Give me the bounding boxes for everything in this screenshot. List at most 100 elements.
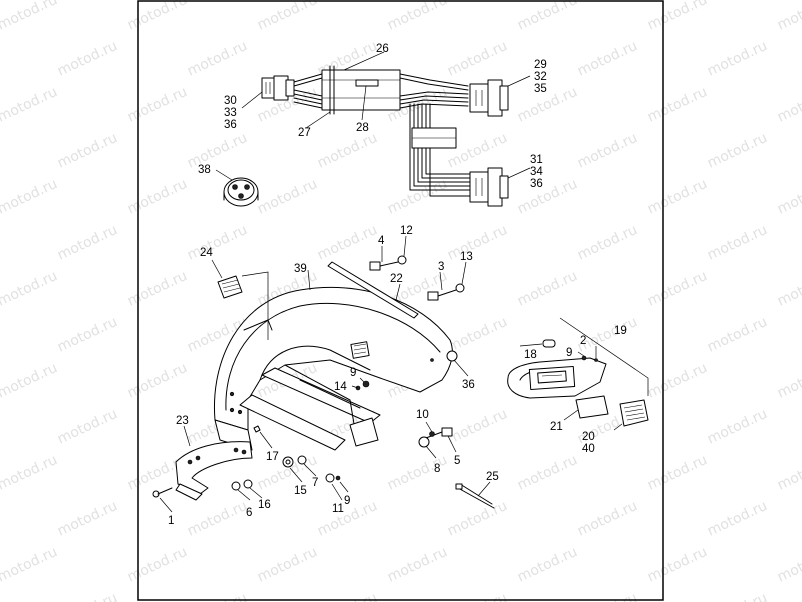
spring-17 — [253, 425, 261, 433]
callout-38: 38 — [198, 164, 211, 176]
watermark-text: motod.ru — [255, 176, 320, 218]
watermark-text: motod.ru — [55, 406, 120, 448]
watermark-text: motod.ru — [515, 0, 580, 34]
callout-7: 7 — [312, 477, 318, 489]
watermark-text: motod.ru — [55, 130, 120, 172]
callout-3: 3 — [438, 261, 444, 273]
callout-36-harness-left: 36 — [224, 119, 237, 131]
callout-20: 20 — [582, 431, 595, 443]
watermark-text: motod.ru — [445, 38, 510, 80]
callout-40: 40 — [582, 443, 595, 455]
callout-6: 6 — [246, 507, 252, 519]
watermark-text: motod.ru — [445, 314, 510, 356]
watermark-text: motod.ru — [775, 0, 802, 34]
watermark-text: motod.ru — [705, 314, 770, 356]
watermark-text: motod.ru — [185, 38, 250, 80]
watermark-text: motod.ru — [705, 130, 770, 172]
callout-1: 1 — [168, 515, 174, 527]
nut-11 — [325, 473, 335, 483]
callout-18: 18 — [524, 349, 537, 361]
watermark-text: motod.ru — [255, 0, 320, 34]
watermark-text: motod.ru — [445, 498, 510, 540]
rear-fender — [213, 287, 453, 451]
harness-bundle — [293, 65, 471, 197]
license-bracket-23 — [175, 441, 253, 501]
callout-24: 24 — [200, 247, 213, 259]
callout-19: 19 — [614, 325, 627, 337]
watermark-text: motod.ru — [575, 222, 640, 264]
callout-5: 5 — [454, 455, 460, 467]
bolt-4 — [369, 255, 407, 271]
watermark-text: motod.ru — [705, 406, 770, 448]
washer-16 — [243, 479, 253, 489]
watermark-text: motod.ru — [0, 452, 60, 494]
watermark-text: motod.ru — [55, 222, 120, 264]
wiring-harness — [261, 65, 509, 207]
watermark-text: motod.ru — [775, 176, 802, 218]
diagram-frame — [137, 0, 664, 601]
callout-31: 31 — [530, 154, 543, 166]
watermark-text: motod.ru — [645, 452, 710, 494]
watermark-text: motod.ru — [55, 38, 120, 80]
nut-15 — [282, 456, 294, 468]
callout-32: 32 — [534, 71, 547, 83]
callout-22: 22 — [390, 273, 403, 285]
watermark-text: motod.ru — [705, 498, 770, 540]
watermark-text: motod.ru — [255, 544, 320, 586]
watermark-text: motod.ru — [125, 544, 190, 586]
trim-strip-22 — [327, 261, 419, 319]
callout-28: 28 — [356, 122, 369, 134]
callout-39: 39 — [294, 263, 307, 275]
watermark-text: motod.ru — [575, 498, 640, 540]
callout-12: 12 — [400, 225, 413, 237]
watermark-text: motod.ru — [515, 176, 580, 218]
watermark-text: motod.ru — [775, 360, 802, 402]
watermark-text: motod.ru — [0, 84, 60, 126]
watermark-text: motod.ru — [515, 544, 580, 586]
callout-2: 2 — [580, 335, 586, 347]
watermark-text: motod.ru — [575, 130, 640, 172]
callout-11: 11 — [332, 503, 344, 515]
watermark-text: motod.ru — [575, 38, 640, 80]
watermark-text: motod.ru — [775, 268, 802, 310]
nut-6 — [231, 481, 241, 491]
callout-34: 34 — [530, 166, 543, 178]
watermark-text: motod.ru — [125, 84, 190, 126]
callout-14: 14 — [334, 381, 347, 393]
watermark-text: motod.ru — [185, 130, 250, 172]
watermark-text: motod.ru — [185, 222, 250, 264]
watermark-text: motod.ru — [645, 176, 710, 218]
fastener-9-lower — [335, 475, 341, 481]
callout-35: 35 — [534, 83, 547, 95]
watermark-text: motod.ru — [645, 0, 710, 34]
callout-9-lower: 9 — [344, 495, 350, 507]
callout-4: 4 — [378, 235, 385, 247]
tail-lamp-assembly — [507, 317, 649, 427]
callout-9-lamp: 9 — [566, 347, 572, 359]
watermark-text: motod.ru — [775, 452, 802, 494]
watermark-text: motod.ru — [515, 84, 580, 126]
harness-upper-right-connector — [469, 79, 509, 117]
watermark-text: motod.ru — [645, 360, 710, 402]
watermark-text: motod.ru — [645, 84, 710, 126]
socket-38 — [223, 177, 259, 207]
bolt-1 — [152, 487, 173, 498]
watermark-text: motod.ru — [515, 452, 580, 494]
watermark-text: motod.ru — [185, 498, 250, 540]
washer-7 — [297, 455, 307, 465]
cable-tie-25 — [455, 483, 495, 509]
reflector-24 — [217, 271, 269, 340]
callout-13: 13 — [460, 251, 473, 263]
callout-36-fender: 36 — [462, 379, 475, 391]
watermark-text: motod.ru — [775, 84, 802, 126]
watermark-text: motod.ru — [55, 314, 120, 356]
watermark-text: motod.ru — [705, 38, 770, 80]
callout-16: 16 — [258, 499, 271, 511]
watermark-text: motod.ru — [0, 0, 60, 34]
callout-21: 21 — [550, 421, 563, 433]
harness-lower-right-connector — [469, 167, 509, 207]
watermark-text: motod.ru — [315, 222, 380, 264]
watermark-text: motod.ru — [775, 544, 802, 586]
